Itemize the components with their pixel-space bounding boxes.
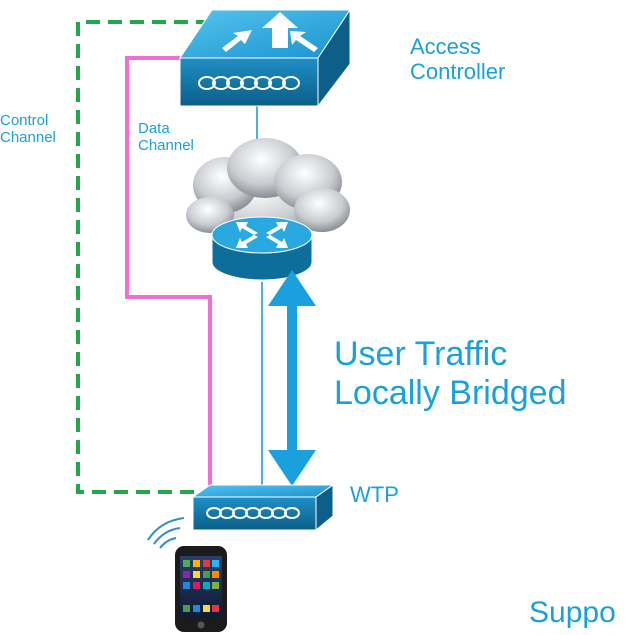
control-channel-label-line2: Channel [0, 129, 56, 147]
data-channel-label-line2: Channel [138, 137, 194, 155]
access-controller-label: Access Controller [410, 34, 505, 85]
control-channel-label-line1: Control [0, 112, 49, 129]
wtp-access-point-icon [191, 484, 335, 532]
user-traffic-arrow [268, 270, 316, 486]
control-channel-label: Control Channel [0, 112, 56, 147]
data-channel-path [125, 56, 212, 497]
user-traffic-label-line2: Locally Bridged [334, 374, 567, 413]
data-channel-label: Data Channel [138, 120, 194, 155]
access-controller-label-line2: Controller [410, 59, 506, 85]
wtp-label: WTP [350, 482, 399, 507]
data-channel-label-line1: Data [138, 120, 170, 137]
smartphone-icon [175, 546, 227, 632]
router-icon [211, 216, 313, 281]
bottom-partial-text: Suppo [529, 596, 616, 629]
control-channel-path [76, 20, 210, 494]
user-traffic-label-line1: User Traffic [334, 335, 508, 373]
user-traffic-label: User Traffic Locally Bridged [334, 335, 566, 413]
access-controller-icon [179, 8, 351, 108]
wireless-signal-icon [147, 517, 185, 549]
access-controller-label-line1: Access [410, 34, 481, 59]
